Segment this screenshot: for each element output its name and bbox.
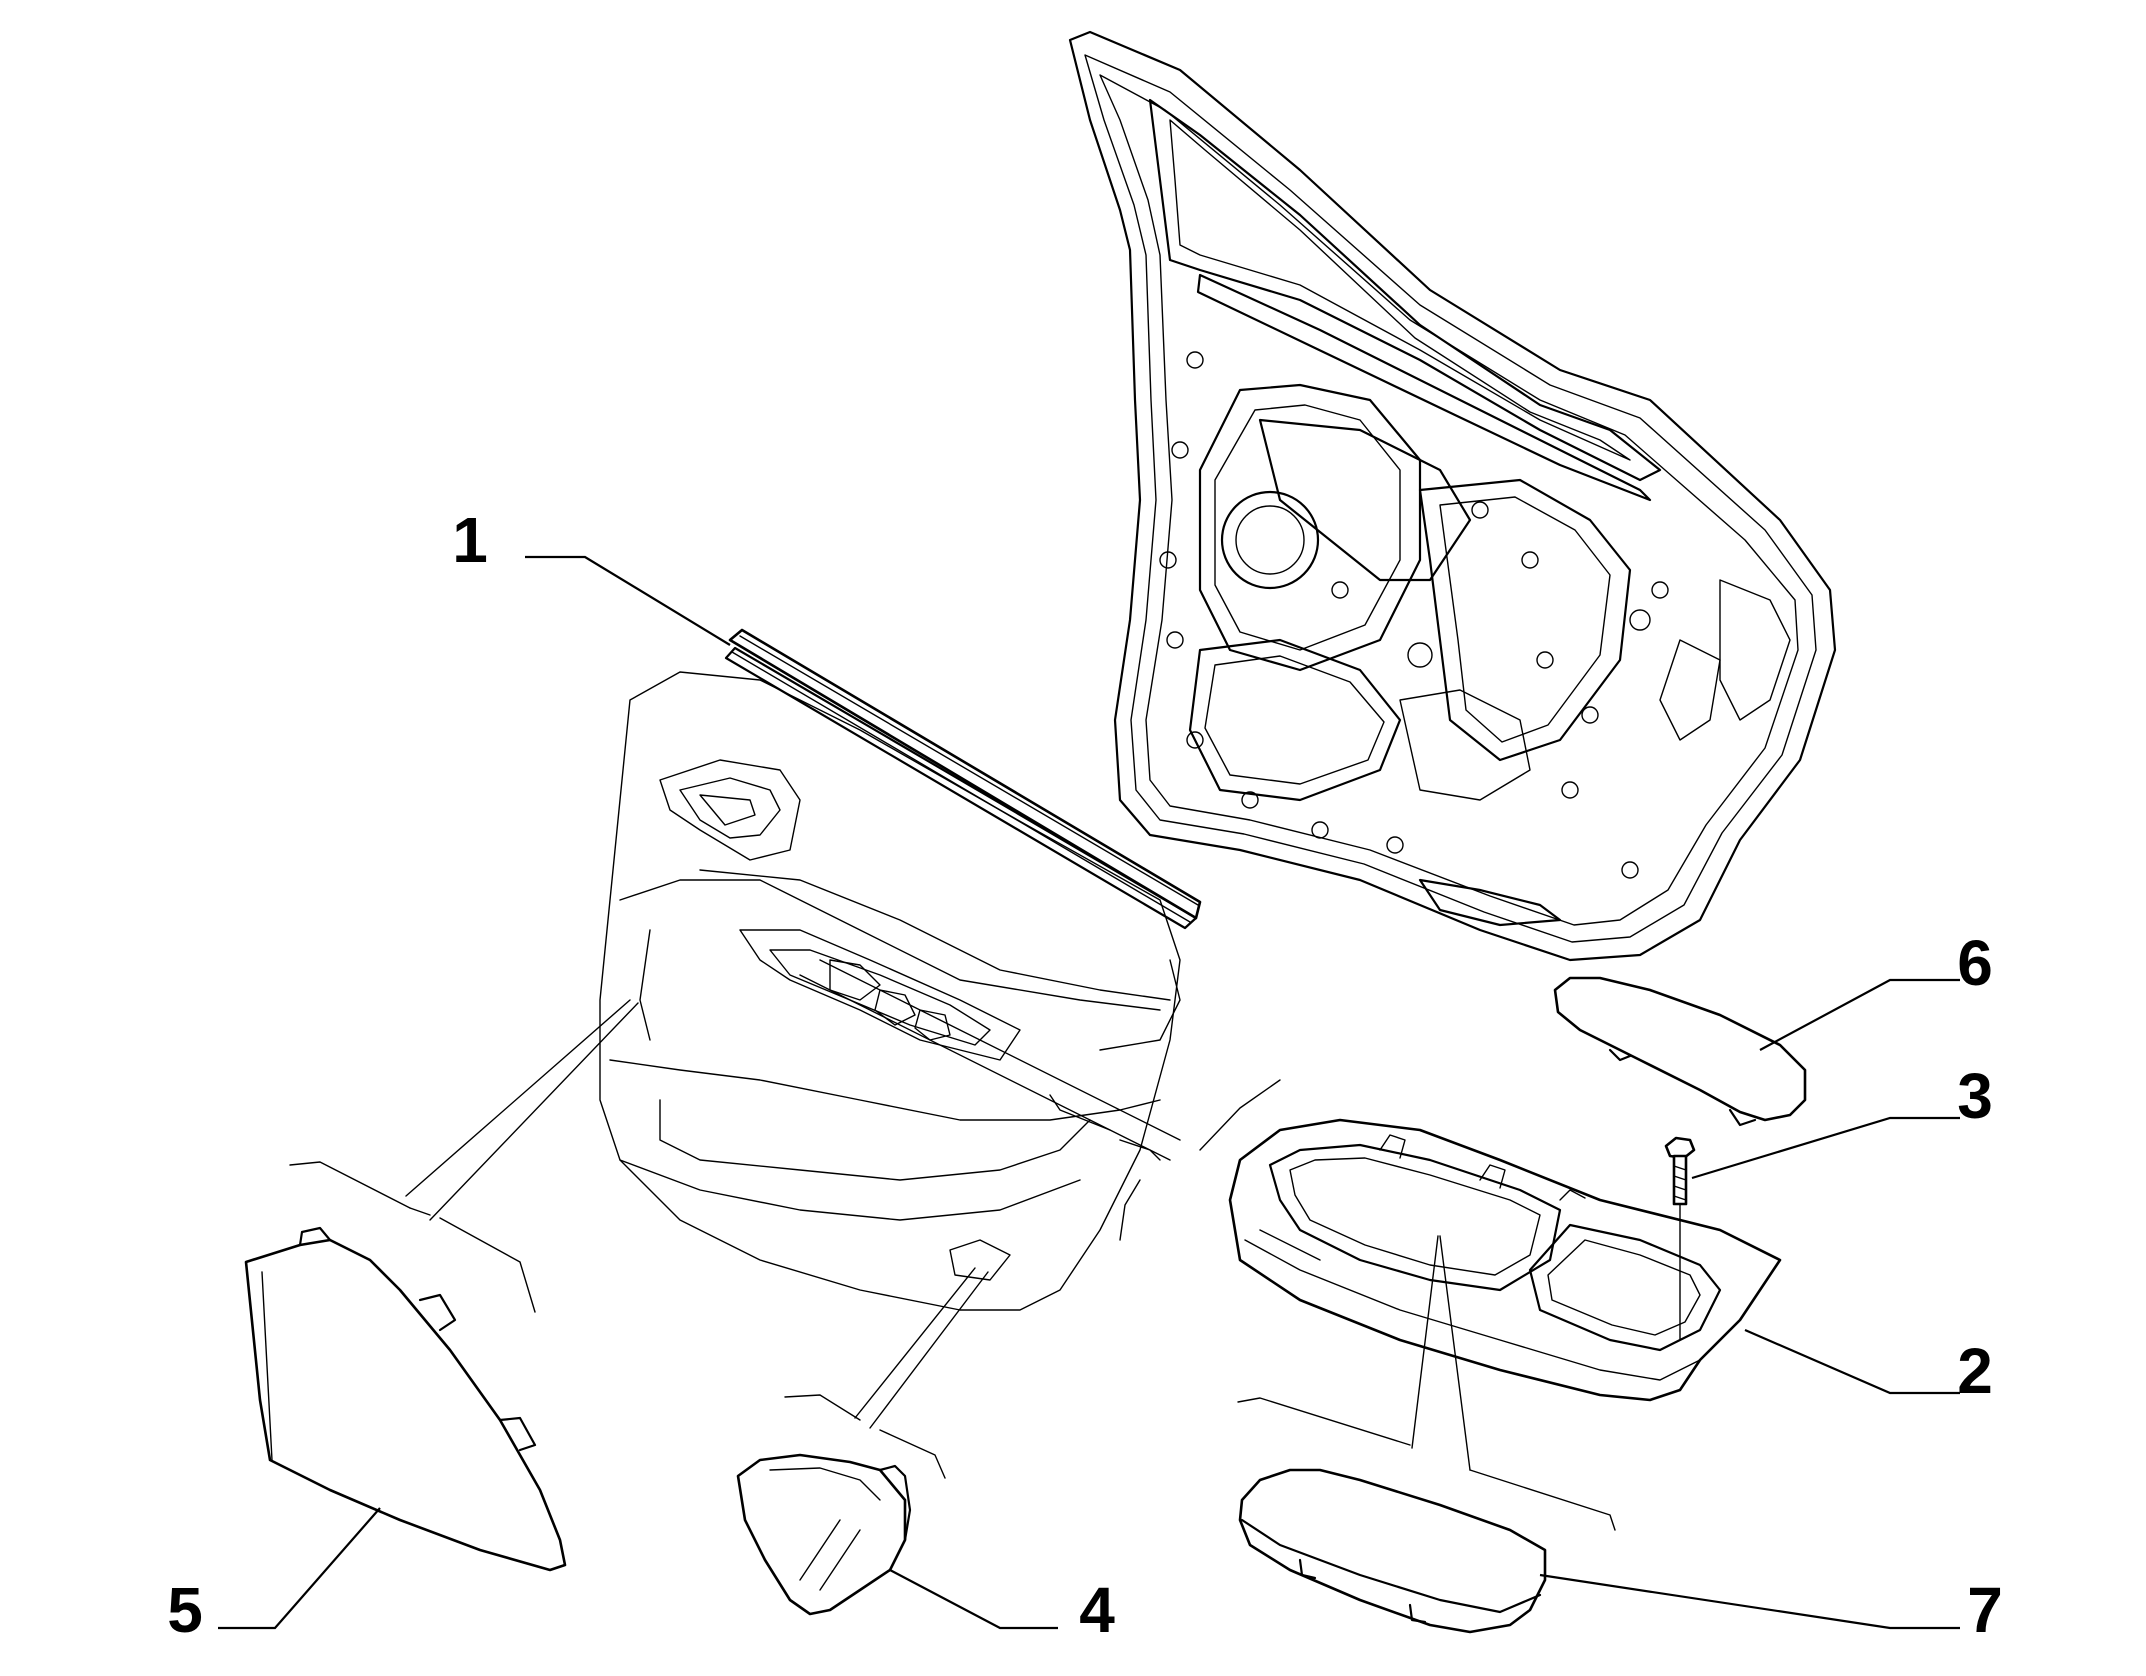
leader-7 xyxy=(1539,1573,1960,1630)
callout-labels: 1 2 3 4 5 6 7 xyxy=(167,504,2003,1646)
part-4-handle-bezel xyxy=(736,1453,912,1616)
part-6-grip-cover xyxy=(1553,976,1807,1127)
leader-3 xyxy=(1691,1116,1960,1180)
assembly-context-lines xyxy=(289,959,1616,1531)
door-frame xyxy=(1068,30,1837,962)
leader-5 xyxy=(218,1507,381,1630)
leader-6 xyxy=(1759,978,1960,1051)
part-2-armrest-handle xyxy=(1228,1118,1782,1402)
callout-1: 1 xyxy=(452,504,488,576)
leader-2 xyxy=(1744,1328,1960,1395)
callout-7: 7 xyxy=(1967,1574,2003,1646)
leader-1 xyxy=(525,555,731,646)
callout-4: 4 xyxy=(1079,1574,1115,1646)
part-5-trim-cover xyxy=(244,1226,567,1572)
callout-3: 3 xyxy=(1957,1060,1993,1132)
callout-leaders xyxy=(218,555,1960,1630)
part-3-screw xyxy=(1664,1136,1696,1341)
door-trim-panel xyxy=(599,671,1181,1311)
part-7-pocket-lid xyxy=(1238,1468,1547,1634)
callout-2: 2 xyxy=(1957,1335,1993,1407)
leader-4 xyxy=(889,1569,1058,1630)
callout-5: 5 xyxy=(167,1574,203,1646)
callout-6: 6 xyxy=(1957,927,1993,999)
